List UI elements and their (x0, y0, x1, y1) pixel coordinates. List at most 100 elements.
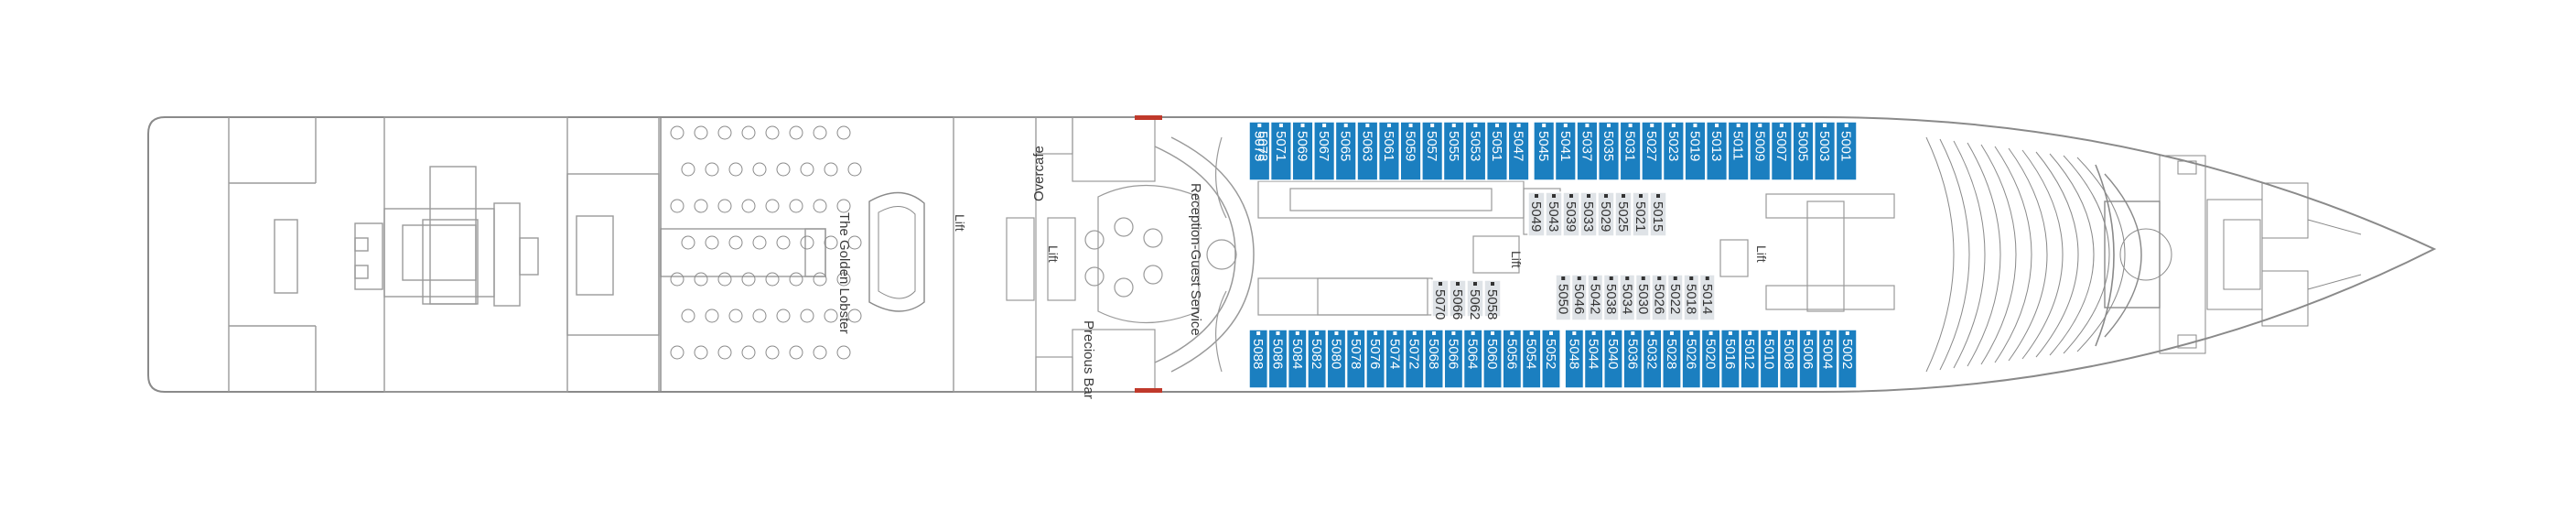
cabin-5056: 5056 (1502, 329, 1523, 389)
cabin-bed-marker (1650, 124, 1654, 127)
cabin-number: 5058 (1484, 289, 1500, 319)
cabin-number: 5044 (1586, 339, 1601, 369)
cabin-5086: 5086 (1267, 329, 1288, 389)
cabin-number: 5076 (1367, 339, 1383, 369)
lift-label: Lift (1046, 245, 1061, 263)
cabin-number: 5032 (1644, 339, 1660, 369)
cabin-block (1527, 191, 1546, 237)
seat-row (1953, 140, 1986, 369)
cabin-block (1562, 191, 1580, 237)
cabin-block (1291, 121, 1314, 181)
table-icon (824, 162, 838, 177)
cabin-5051: 5051 (1485, 121, 1509, 181)
cabin-bed-marker (1577, 276, 1581, 280)
cabin-bed-marker (1334, 331, 1339, 335)
cabin-5042: 5042 (1587, 274, 1604, 321)
cabin-block (1770, 121, 1793, 181)
cabin-block (1619, 274, 1636, 321)
cabin-bed-marker (1604, 194, 1608, 198)
cabin-number: 5053 (1467, 131, 1482, 161)
cabin-block (1684, 121, 1707, 181)
cabin-number: 5015 (1650, 201, 1665, 232)
hull-outline (147, 116, 2437, 393)
cabin-bed-marker (1549, 331, 1553, 335)
cabin-block (1483, 279, 1502, 318)
door-marker (1135, 388, 1162, 393)
table-icon (765, 345, 780, 360)
cabin-bed-marker (1393, 331, 1397, 335)
cabin-number: 5019 (1687, 131, 1702, 161)
cabin-bed-marker (1535, 194, 1538, 198)
cabin-block (1622, 329, 1644, 389)
cabin-bed-marker (1365, 124, 1370, 127)
cabin-number: 5060 (1484, 339, 1500, 369)
cabin-number: 5012 (1741, 339, 1757, 369)
cabin-number: 5048 (1566, 339, 1581, 369)
cabin-number: 5086 (1269, 339, 1285, 369)
cabin-bed-marker (1845, 331, 1849, 335)
cabin-5050: 5050 (1555, 274, 1572, 321)
cabin-5010: 5010 (1759, 329, 1780, 389)
table-icon (800, 162, 814, 177)
table-icon (836, 125, 851, 140)
cabin-number: 5063 (1359, 131, 1374, 161)
cabin-bed-marker (1650, 331, 1654, 335)
cabin-number: 5004 (1820, 339, 1836, 369)
cabin-bed-marker (1628, 124, 1633, 127)
cabin-5040: 5040 (1603, 329, 1623, 389)
seat-row (1980, 144, 2017, 365)
cabin-number: 5029 (1598, 201, 1613, 232)
midship-area (953, 116, 1255, 393)
cabin-block (1814, 121, 1837, 181)
cabin-bed-marker (1451, 124, 1456, 127)
cabin-bed-marker (1552, 194, 1556, 198)
cabin-5032: 5032 (1642, 329, 1663, 389)
cabin-number: 5080 (1328, 339, 1343, 369)
cabin-block (1759, 329, 1780, 389)
cabin-block (1307, 329, 1328, 389)
cabin-number: 5088 (1250, 339, 1266, 369)
cabin-5027: 5027 (1641, 121, 1664, 181)
cabin-5055: 5055 (1442, 121, 1465, 181)
cabin-block (1482, 329, 1503, 389)
cabin-number: 5021 (1633, 201, 1648, 232)
cabin-bed-marker (1343, 124, 1348, 127)
cabin-block (1269, 121, 1292, 181)
cabin-number: 5018 (1683, 284, 1698, 314)
table-icon (752, 309, 767, 323)
cabin-block (1507, 121, 1530, 181)
table-icon (765, 125, 780, 140)
cabin-bed-marker (1593, 276, 1598, 280)
cabin-number: 5009 (1751, 131, 1767, 161)
cabin-number: 5066 (1450, 289, 1465, 319)
cabin-5075: 5075 (1248, 121, 1271, 181)
cabin-5053: 5053 (1464, 121, 1487, 181)
cabin-bed-marker (1786, 331, 1791, 335)
cabin-bed-marker (1715, 124, 1719, 127)
cabin-bed-marker (1561, 276, 1566, 280)
cabin-bed-marker (1607, 124, 1611, 127)
venue-label-overcafe: Overcafe (1031, 146, 1047, 201)
cabin-bed-marker (1657, 276, 1662, 280)
table-icon (789, 345, 803, 360)
cabin-bed-marker (1625, 276, 1630, 280)
cabin-number: 5078 (1348, 339, 1363, 369)
cabin-bed-marker (1491, 331, 1495, 335)
cabin-bed-marker (1622, 194, 1625, 198)
cabin-5026: 5026 (1681, 329, 1702, 389)
cabin-bed-marker (1386, 124, 1391, 127)
cabin-number: 5023 (1665, 131, 1681, 161)
cabin-number: 5035 (1601, 131, 1616, 161)
cabin-bed-marker (1693, 124, 1698, 127)
cabin-number: 5075 (1251, 131, 1266, 161)
cabin-5030: 5030 (1634, 274, 1652, 321)
cabin-number: 5056 (1504, 339, 1519, 369)
cabin-5034: 5034 (1619, 274, 1636, 321)
cabin-block (1651, 274, 1668, 321)
cabin-5080: 5080 (1326, 329, 1347, 389)
cabin-block (1649, 191, 1667, 237)
cabin-number: 5074 (1386, 339, 1402, 369)
table-icon (765, 199, 780, 213)
table-icon (813, 125, 827, 140)
